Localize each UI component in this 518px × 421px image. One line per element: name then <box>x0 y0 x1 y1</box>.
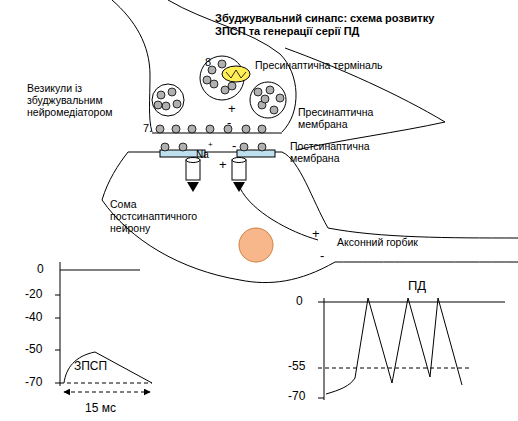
resting-line <box>60 383 152 384</box>
signal-name: ЗПСП <box>74 360 107 374</box>
vesicle <box>154 101 162 109</box>
zero-line <box>318 302 505 303</box>
action-potential-trace <box>326 298 462 394</box>
postsynaptic-outline <box>102 152 518 283</box>
charge-sign: + <box>219 158 227 173</box>
ion-channel <box>232 158 246 163</box>
part-label: Пресинаптична мембрана <box>298 106 383 130</box>
duration-arrow <box>64 392 150 393</box>
charge-sign: + <box>208 140 213 149</box>
mitochondrion-crista <box>226 70 246 78</box>
axis-tick <box>55 295 60 383</box>
part-label: Пресинаптична терміналь <box>255 59 383 71</box>
postsynaptic-outline <box>128 152 518 238</box>
vesicle <box>218 60 226 68</box>
vesicle <box>254 88 262 96</box>
part-label: Сома постсинаптичного нейрону <box>110 198 210 234</box>
mitochondrion <box>222 66 250 82</box>
vesicle <box>228 82 236 90</box>
vesicle <box>242 125 250 133</box>
ion-label: Na <box>196 149 209 161</box>
axis-value: -50 <box>25 343 42 357</box>
vesicle <box>168 88 176 96</box>
zero-line <box>60 270 140 271</box>
axis-value: -20 <box>25 288 42 302</box>
vesicle <box>240 143 248 151</box>
vesicle <box>179 143 187 151</box>
presynaptic-outline <box>112 0 152 132</box>
vesicle <box>276 94 284 102</box>
vesicle-cluster <box>152 84 184 116</box>
part-label: Везикули із збуджувальним нейромедіаторо… <box>27 82 127 118</box>
callout-number: 7. <box>143 122 152 135</box>
axis-value: 0 <box>37 263 44 277</box>
vesicle <box>261 95 269 103</box>
part-label: Постсинаптична мембрана <box>290 140 380 164</box>
charge-sign: - <box>227 116 231 131</box>
signal-name: ПД <box>408 279 426 294</box>
vesicle <box>172 125 180 133</box>
axis-tick <box>318 398 324 399</box>
vesicle <box>258 143 266 151</box>
threshold-line <box>318 368 470 369</box>
vesicle <box>258 125 266 133</box>
charge-sign: + <box>312 227 320 242</box>
callout-number: 8 <box>205 56 211 69</box>
duration-label: 15 мс <box>85 402 116 416</box>
part-label: Аксонний горбик <box>337 236 418 248</box>
vesicle <box>157 91 165 99</box>
nucleus <box>239 228 273 262</box>
ion-flow-arrow <box>187 182 199 192</box>
vesicle <box>270 106 278 114</box>
charge-sign: - <box>232 139 236 154</box>
charge-sign: + <box>228 102 236 117</box>
vesicle <box>188 125 196 133</box>
vesicle <box>173 100 181 108</box>
axis-value: -40 <box>25 311 42 325</box>
axis-value: 0 <box>296 295 303 309</box>
vesicle <box>266 86 274 94</box>
ion-flow-arrow <box>233 182 245 192</box>
charge-sign: - <box>320 249 324 264</box>
axis-value: -55 <box>288 360 305 374</box>
vesicle-cluster <box>250 82 286 118</box>
diagram-title: Збуджувальний синапс: схема розвитку ЗПС… <box>215 12 447 37</box>
vesicle <box>206 125 214 133</box>
epsp-curve <box>64 352 152 383</box>
vesicle <box>161 143 169 151</box>
axis-line <box>60 262 61 386</box>
vesicle <box>156 125 164 133</box>
axis-value: -70 <box>288 390 305 404</box>
axis-line <box>324 298 325 400</box>
axis-value: -70 <box>25 376 42 390</box>
vesicle <box>203 76 211 84</box>
vesicle <box>162 102 170 110</box>
